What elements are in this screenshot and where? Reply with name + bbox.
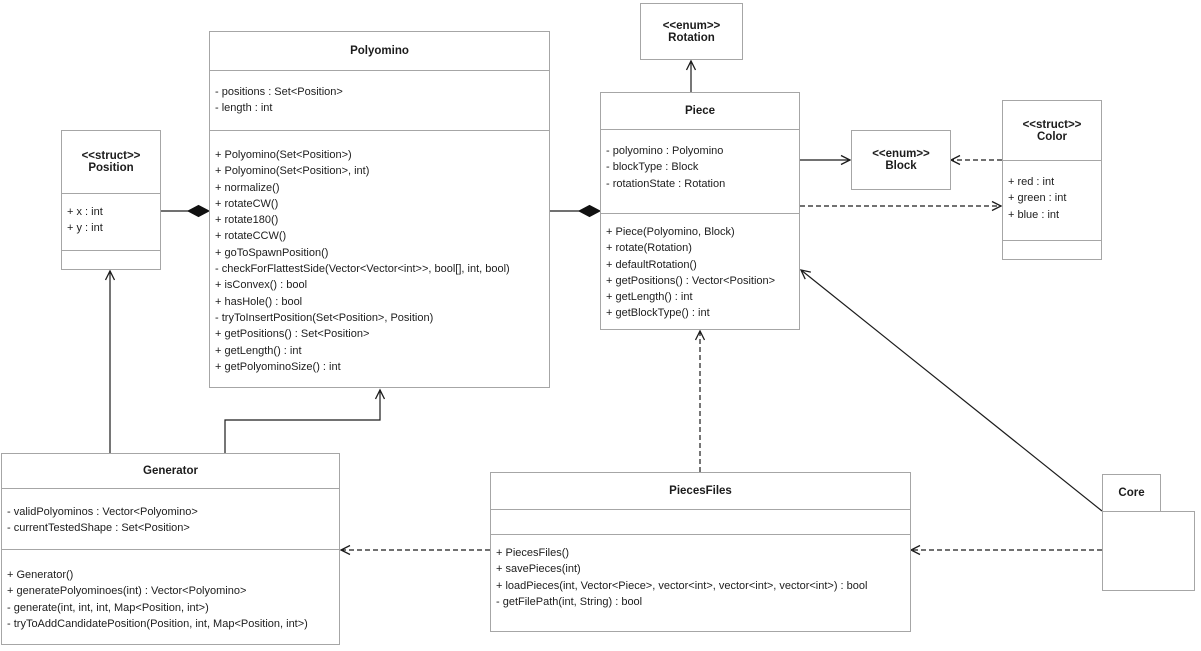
- class-position-attributes: + x : int + y : int: [62, 193, 160, 250]
- member-row: - validPolyominos : Vector<Polyomino>: [7, 506, 198, 518]
- class-block-stereotype: <<enum>>: [872, 148, 930, 160]
- class-block[interactable]: <<enum>> Block: [851, 130, 951, 190]
- association-core-piece: [799, 269, 1103, 512]
- class-generator-name: Generator: [143, 465, 198, 477]
- class-rotation[interactable]: <<enum>> Rotation: [640, 3, 743, 60]
- member-row: + Polyomino(Set<Position>, int): [215, 165, 370, 178]
- class-position[interactable]: <<struct>> Position + x : int + y : int: [61, 130, 161, 270]
- member-row: - tryToAddCandidatePosition(Position, in…: [7, 617, 308, 630]
- member-row: - blockType : Block: [606, 161, 699, 174]
- member-row: + getPolyominoSize() : int: [215, 360, 341, 373]
- member-row: + rotateCCW(): [215, 230, 287, 243]
- member-row: + hasHole() : bool: [215, 295, 303, 308]
- member-row: + rotate180(): [215, 214, 279, 227]
- composition-polyomino-position: [160, 204, 211, 218]
- class-polyomino-methods: + Polyomino(Set<Position>) + Polyomino(Se…: [210, 130, 549, 387]
- member-row: + Generator(): [7, 569, 74, 581]
- class-generator-header: Generator: [2, 454, 339, 488]
- member-row: + goToSpawnPosition(): [215, 246, 329, 259]
- class-piecesfiles-attributes: [491, 509, 910, 534]
- class-piecesfiles-methods: + PiecesFiles() + savePieces(int) + loadPi…: [491, 534, 910, 631]
- member-row: - positions : Set<Position>: [215, 86, 343, 98]
- member-row: + savePieces(int): [496, 563, 581, 576]
- class-color-name: Color: [1036, 130, 1068, 143]
- class-color[interactable]: <<struct>> Color + red : int + green : in…: [1002, 100, 1102, 260]
- class-position-stereotype: <<struct>>: [81, 150, 141, 162]
- class-piece-methods: + Piece(Polyomino, Block) + rotate(Rotati…: [601, 213, 799, 329]
- member-row: - currentTestedShape : Set<Position>: [7, 522, 190, 535]
- class-color-methods: [1003, 240, 1101, 259]
- member-row: + isConvex() : bool: [215, 279, 308, 292]
- class-block-name: Block: [885, 160, 917, 172]
- class-polyomino-attributes: - positions : Set<Position> - length : in…: [210, 70, 549, 130]
- member-row: + x : int: [67, 206, 103, 218]
- class-piecesfiles-header: PiecesFiles: [491, 473, 910, 509]
- member-row: + blue : int: [1008, 208, 1060, 221]
- association-generator-polyomino: [224, 388, 386, 453]
- member-row: + getPositions() : Set<Position>: [215, 328, 370, 341]
- class-position-header: <<struct>> Position: [62, 131, 160, 193]
- package-core-name: Core: [1118, 487, 1145, 499]
- class-piece-attributes: - polyomino : Polyomino - blockType : Blo…: [601, 129, 799, 213]
- member-row: - polyomino : Polyomino: [606, 145, 724, 157]
- member-row: + rotate(Rotation): [606, 242, 692, 255]
- class-polyomino-header: Polyomino: [210, 32, 549, 70]
- member-row: + getPositions() : Vector<Position>: [606, 274, 776, 287]
- member-row: - generate(int, int, int, Map<Position, …: [7, 601, 209, 614]
- class-piece[interactable]: Piece - polyomino : Polyomino - blockType…: [600, 92, 800, 330]
- class-block-header: <<enum>> Block: [852, 131, 950, 189]
- member-row: + rotateCW(): [215, 197, 279, 210]
- class-color-stereotype: <<struct>>: [1022, 118, 1082, 131]
- class-piece-header: Piece: [601, 93, 799, 129]
- class-generator-methods: + Generator() + generatePolyominoes(int) …: [2, 549, 339, 644]
- class-piecesfiles[interactable]: PiecesFiles + PiecesFiles() + savePieces(…: [490, 472, 911, 632]
- class-piecesfiles-name: PiecesFiles: [669, 485, 732, 497]
- class-generator-attributes: - validPolyominos : Vector<Polyomino> - c…: [2, 488, 339, 549]
- class-polyomino[interactable]: Polyomino - positions : Set<Position> - l…: [209, 31, 550, 388]
- class-color-attributes: + red : int + green : int + blue : int: [1003, 160, 1101, 240]
- class-polyomino-name: Polyomino: [350, 45, 409, 57]
- package-core-body[interactable]: [1102, 511, 1195, 591]
- member-row: + defaultRotation(): [606, 258, 697, 271]
- member-row: + getBlockType() : int: [606, 307, 710, 320]
- class-rotation-header: <<enum>> Rotation: [641, 4, 742, 59]
- member-row: + loadPieces(int, Vector<Piece>, vector<…: [496, 579, 868, 592]
- class-position-name: Position: [88, 162, 134, 174]
- member-row: - length : int: [215, 102, 273, 115]
- member-row: + getLength() : int: [606, 291, 693, 304]
- member-row: + getLength() : int: [215, 344, 302, 357]
- member-row: - rotationState : Rotation: [606, 177, 726, 190]
- member-row: - tryToInsertPosition(Set<Position>, Pos…: [215, 311, 434, 324]
- package-core-tab[interactable]: Core: [1102, 474, 1161, 511]
- class-color-header: <<struct>> Color: [1003, 101, 1101, 160]
- member-row: + generatePolyominoes(int) : Vector<Poly…: [7, 585, 247, 598]
- composition-piece-polyomino: [550, 204, 602, 218]
- member-row: + green : int: [1008, 192, 1067, 205]
- member-row: + PiecesFiles(): [496, 547, 570, 559]
- member-row: - checkForFlattestSide(Vector<Vector<int…: [215, 263, 510, 276]
- member-row: + red : int: [1008, 176, 1055, 188]
- member-row: + Polyomino(Set<Position>): [215, 149, 352, 161]
- class-piece-name: Piece: [684, 105, 716, 117]
- class-rotation-name: Rotation: [668, 31, 715, 44]
- member-row: + y : int: [67, 222, 103, 235]
- class-position-methods: [62, 250, 160, 269]
- member-row: + Piece(Polyomino, Block): [606, 226, 735, 238]
- member-row: + normalize(): [215, 181, 280, 194]
- class-generator[interactable]: Generator - validPolyominos : Vector<Pol…: [1, 453, 340, 645]
- member-row: - getFilePath(int, String) : bool: [496, 595, 643, 608]
- class-rotation-stereotype: <<enum>>: [662, 19, 721, 32]
